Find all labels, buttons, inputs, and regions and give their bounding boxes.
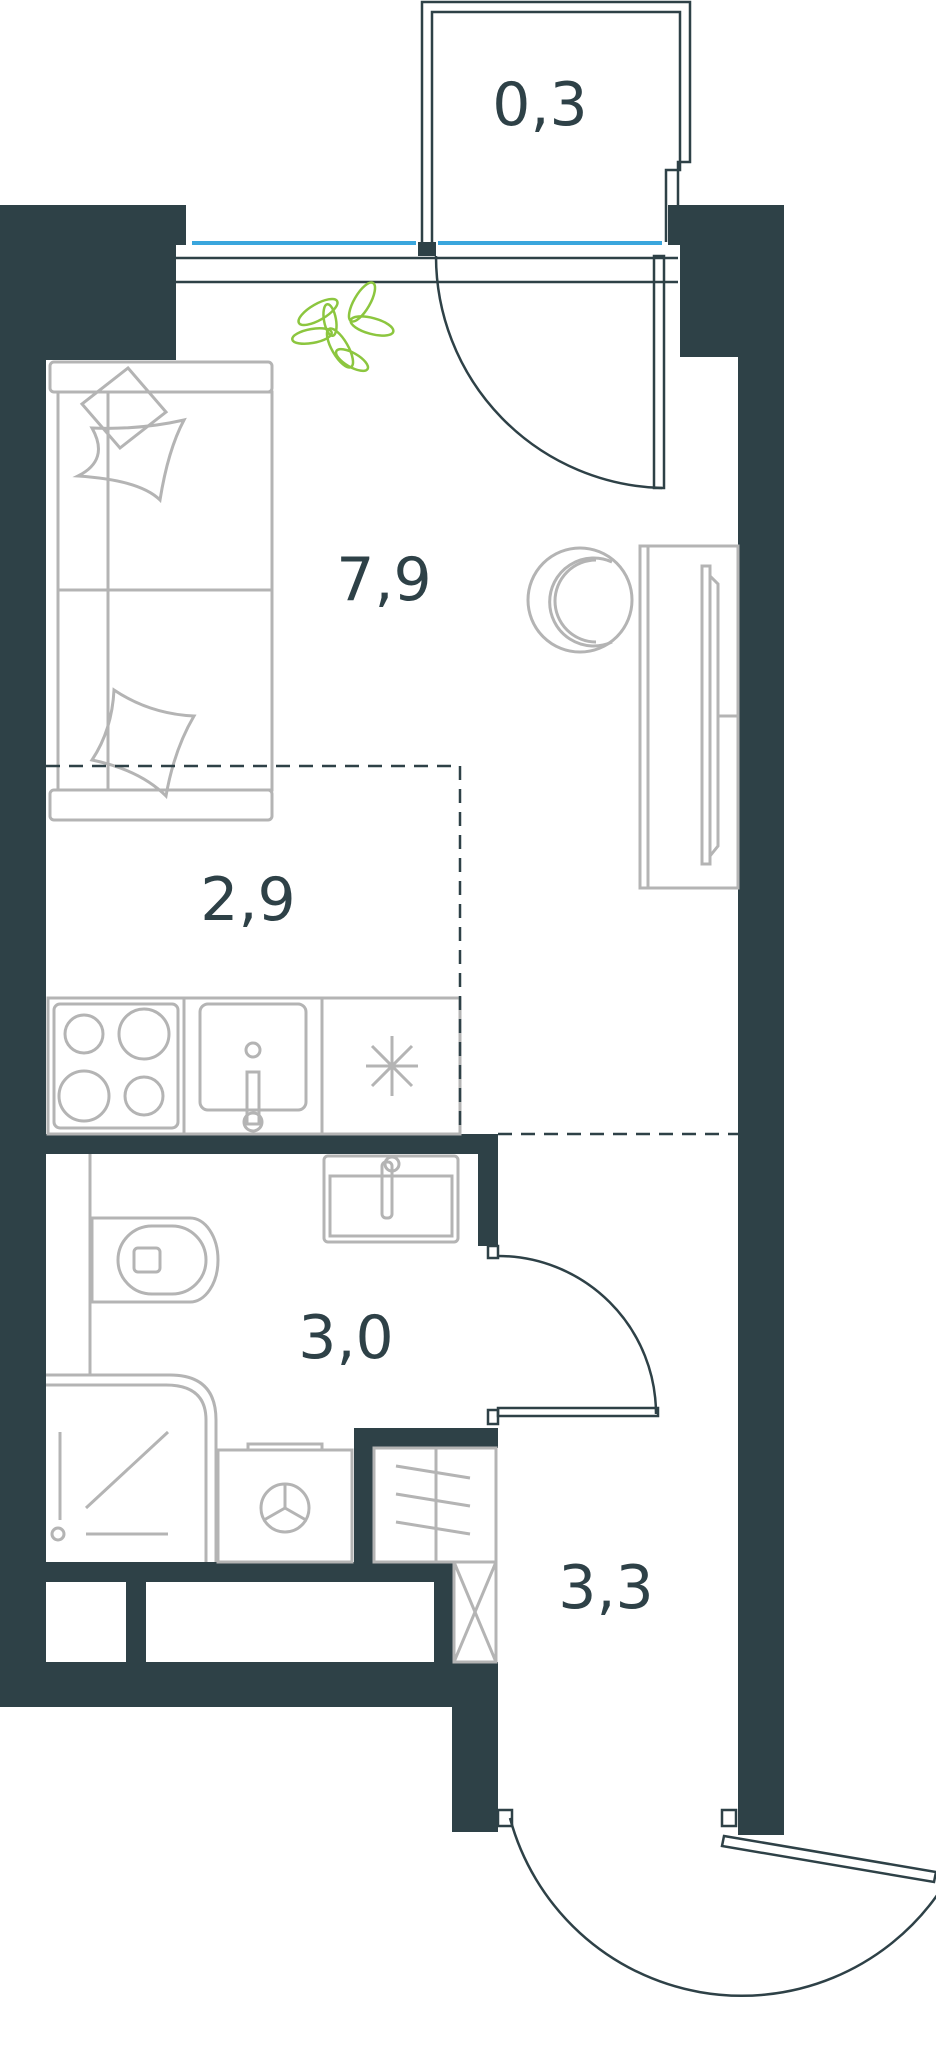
zone-divider-kitchen	[46, 764, 462, 1134]
bathroom-fixtures	[46, 1154, 460, 1564]
fridge-snowflake-icon	[366, 1036, 418, 1096]
pillow-icon	[79, 365, 169, 451]
area-label-balcony: 0,3	[492, 70, 587, 140]
bathroom-door-leaf	[496, 1406, 660, 1418]
pillow-icon	[89, 687, 197, 800]
armchair-icon	[526, 546, 634, 654]
entrance-door-leaf	[720, 1834, 936, 1884]
washing-machine-icon	[216, 1442, 354, 1564]
wall-right	[738, 205, 784, 1835]
window	[176, 241, 678, 284]
wall-corner-left	[46, 245, 176, 360]
door-hinge	[486, 1408, 500, 1426]
kitchen-counter	[46, 996, 462, 1136]
bathroom-door[interactable]	[486, 1244, 660, 1426]
balcony	[420, 0, 692, 242]
balcony-inner-outline	[430, 10, 682, 242]
wall-bottom-entrance-left	[452, 1662, 498, 1832]
shower-icon	[46, 1373, 218, 1562]
balcony-door[interactable]	[434, 254, 666, 490]
wall-bath-door-jamb	[478, 1134, 498, 1246]
wall-closet-top	[354, 1428, 498, 1448]
window-mullion	[418, 242, 436, 256]
area-label-bathroom: 3,0	[298, 1303, 393, 1373]
wall-bottom	[0, 1662, 498, 1707]
area-label-living: 7,9	[336, 545, 431, 615]
stove-icon	[52, 1002, 180, 1130]
bathroom-door-swing	[497, 1254, 658, 1415]
balcony-door-leaf	[652, 254, 666, 490]
walls	[0, 205, 784, 1835]
wall-storage-divider	[126, 1562, 146, 1666]
wall-corner-right	[680, 205, 740, 357]
balcony-outer-outline	[420, 0, 692, 242]
area-label-hallway: 3,3	[558, 1553, 653, 1623]
wardrobe-icon	[372, 1446, 498, 1664]
entrance-door[interactable]	[496, 1808, 936, 1998]
plant-icon	[291, 281, 395, 373]
entrance-door-swing	[508, 1817, 936, 1998]
wall-left	[0, 205, 46, 1707]
sofa-icon	[48, 360, 274, 822]
door-hinge	[720, 1808, 738, 1828]
pillow-icon	[72, 417, 187, 504]
door-hinge	[486, 1244, 500, 1260]
tv-stand-icon	[638, 544, 740, 890]
door-hinge	[496, 1808, 514, 1828]
wall-kitchen-bath	[46, 1134, 498, 1154]
washbasin-icon	[322, 1154, 460, 1244]
toilet-icon	[90, 1216, 220, 1304]
balcony-door-swing	[434, 255, 663, 490]
wall-storage-right	[434, 1562, 454, 1666]
sink-icon	[198, 1002, 308, 1133]
wall-storage-top	[46, 1562, 448, 1582]
wall-closet-left	[354, 1428, 374, 1568]
area-label-kitchen: 2,9	[200, 865, 295, 935]
